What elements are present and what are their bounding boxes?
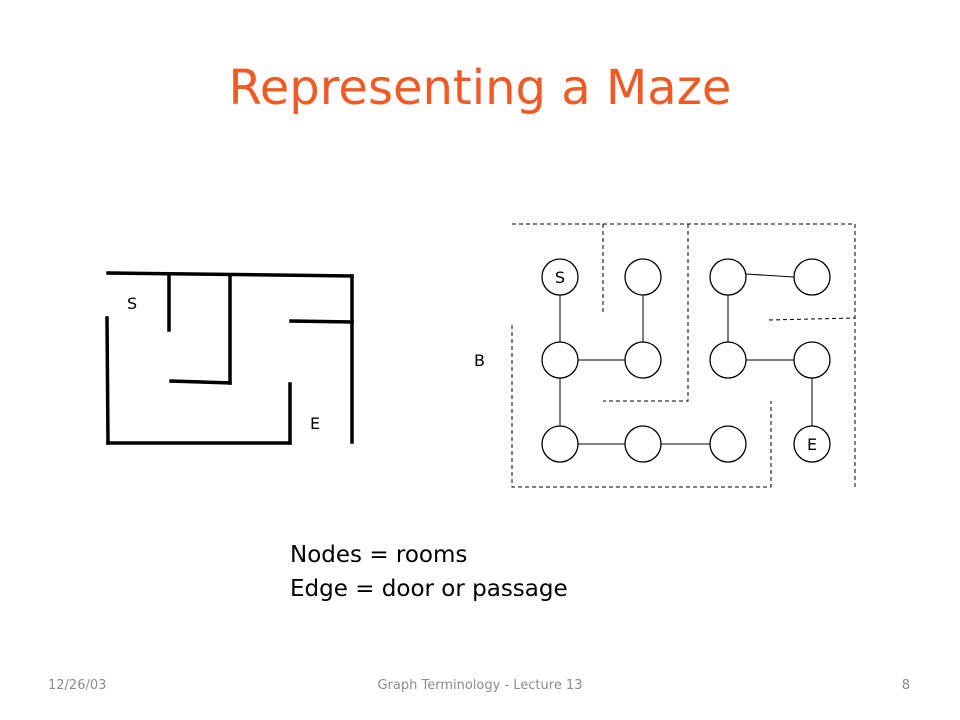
footer-title: Graph Terminology - Lecture 13 [377, 678, 583, 693]
caption-line-nodes: Nodes = rooms [290, 542, 468, 568]
graph-node [624, 425, 662, 463]
maze-wall [105, 316, 110, 445]
footer-date: 12/26/03 [48, 678, 107, 693]
graph-node [793, 341, 831, 379]
caption-line-edges: Edge = door or passage [290, 576, 568, 602]
graph-node [541, 341, 579, 379]
boundary-line [603, 224, 689, 402]
boundary-line [512, 223, 856, 490]
graph-edge [745, 273, 795, 278]
graph-end-label: E [807, 435, 817, 454]
graph-boundary-label: B [474, 351, 485, 370]
slide-title: Representing a Maze [228, 60, 732, 116]
graph-start-label: S [555, 268, 565, 287]
graph-node [624, 258, 662, 296]
graph-boundaries [511, 223, 856, 490]
graph-node [541, 425, 579, 463]
graph-node [624, 341, 662, 379]
boundary-line [768, 317, 856, 321]
maze-wall [289, 319, 354, 324]
maze-end-label: E [310, 414, 320, 433]
graph-node [793, 425, 831, 463]
maze-wall [169, 379, 232, 385]
boundary-line [511, 325, 772, 488]
graph-node [709, 425, 747, 463]
footer-page-number: 8 [901, 678, 910, 693]
caption: Nodes = rooms Edge = door or passage [290, 538, 568, 606]
maze-walls [105, 271, 354, 445]
graph-node [709, 341, 747, 379]
graph-node [793, 258, 831, 296]
graph-edges [559, 273, 813, 445]
graph-node [541, 258, 579, 296]
graph-nodes [541, 258, 831, 463]
maze-start-label: S [127, 294, 137, 313]
graph-node [709, 258, 747, 296]
